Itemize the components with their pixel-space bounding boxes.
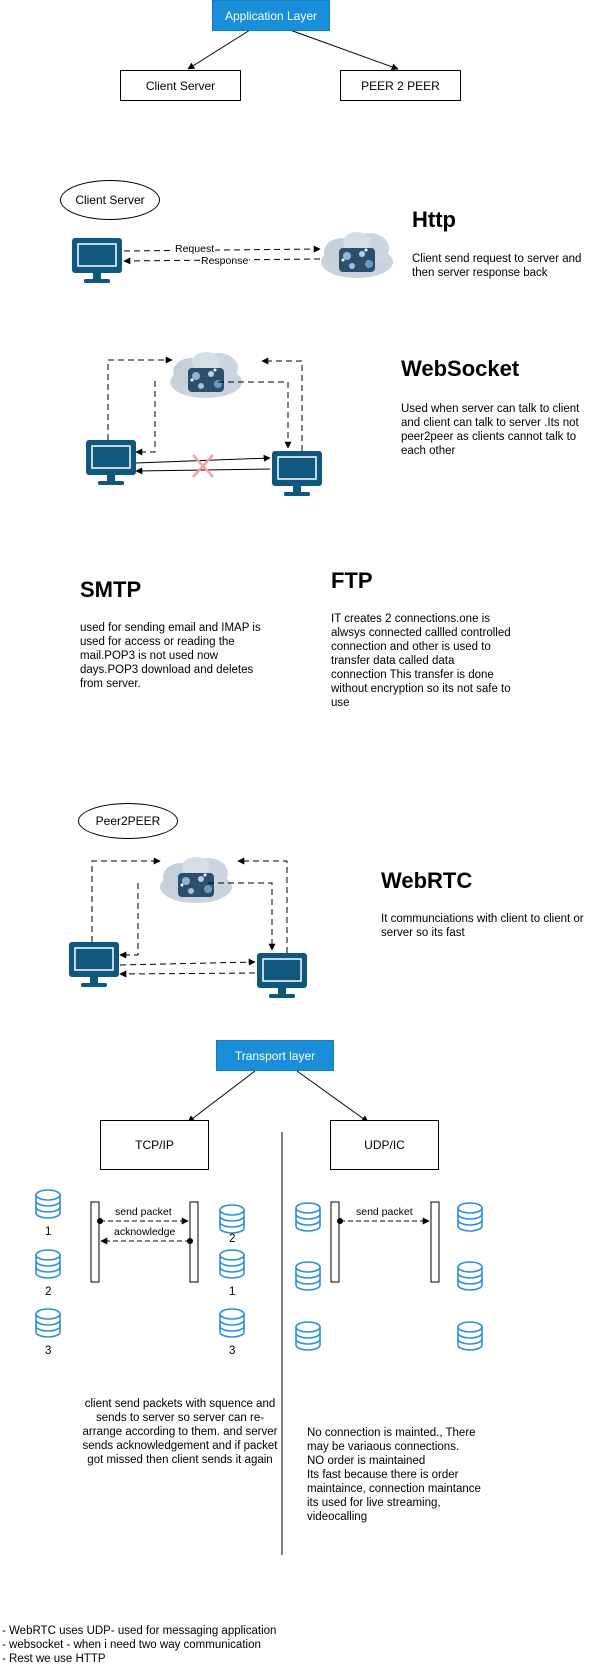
note-rest: - Rest we use HTTP <box>2 1653 106 1665</box>
tcp-acknowledge-label: acknowledge <box>113 1226 177 1238</box>
websocket-client-b-icon <box>271 450 323 497</box>
ftp-description: IT creates 2 connections.one is alwsys c… <box>331 613 511 709</box>
http-title: Http <box>412 207 456 232</box>
webrtc-client-b-icon <box>256 952 308 999</box>
note-websocket: - websocket - when i need two way commun… <box>2 1639 261 1651</box>
application-layer-box: Application Layer <box>212 0 330 31</box>
tcp-right-database-3-icon <box>219 1308 245 1338</box>
udp-box: UDP/IC <box>330 1120 439 1170</box>
peer2peer-ellipse: Peer2PEER <box>78 803 178 839</box>
tcp-right-database-2-icon <box>219 1204 245 1234</box>
http-description: Client send request to server and then s… <box>412 253 582 279</box>
udp-left-database-2-icon <box>295 1261 321 1291</box>
udp-description: No connection is mainted., There may be … <box>307 1426 497 1524</box>
webrtc-description: It communciations with client to client … <box>381 913 584 939</box>
tcp-right-number-2: 2 <box>229 1233 236 1245</box>
tcp-left-database-2-icon <box>35 1249 61 1279</box>
client-monitor-icon <box>71 237 123 284</box>
request-label: Request <box>174 243 216 255</box>
webrtc-client-a-icon <box>68 941 120 988</box>
websocket-client-a-icon <box>85 439 137 486</box>
websocket-title: WebSocket <box>401 356 520 381</box>
client-server-ellipse: Client Server <box>60 180 160 220</box>
tcp-left-database-3-icon <box>35 1308 61 1338</box>
udp-left-database-1-icon <box>295 1202 321 1232</box>
ftp-title: FTP <box>331 568 373 593</box>
smtp-title: SMTP <box>80 577 142 602</box>
response-label: Response <box>200 255 250 267</box>
tcp-left-number-3: 3 <box>45 1345 52 1357</box>
udp-description-line-3: Its fast because there is order maintain… <box>307 1469 481 1495</box>
tcp-left-number-2: 2 <box>45 1286 52 1298</box>
server-cloud-icon <box>321 232 393 278</box>
websocket-description: Used when server can talk to client and … <box>401 403 580 457</box>
udp-right-database-3-icon <box>457 1321 483 1351</box>
tcp-box: TCP/IP <box>100 1120 209 1170</box>
peer2peer-box: PEER 2 PEER <box>340 70 461 101</box>
udp-description-line-2: NO order is maintained <box>307 1455 426 1467</box>
webrtc-title: WebRTC <box>381 868 473 893</box>
webrtc-cloud-icon <box>160 857 232 903</box>
udp-right-database-1-icon <box>457 1202 483 1232</box>
tcp-send-packet-label: send packet <box>114 1206 173 1218</box>
tcp-left-number-1: 1 <box>45 1226 52 1238</box>
smtp-description: used for sending email and IMAP is used … <box>80 622 261 690</box>
client-server-box: Client Server <box>120 70 241 101</box>
note-webrtc: - WebRTC uses UDP- used for messaging ap… <box>2 1625 277 1637</box>
udp-description-line-4: its used for live streaming, videocallin… <box>307 1497 441 1523</box>
udp-right-database-2-icon <box>457 1261 483 1291</box>
notes-list: - WebRTC uses UDP- used for messaging ap… <box>2 1624 587 1666</box>
transport-layer-box: Transport layer <box>216 1040 334 1071</box>
udp-send-packet-label: send packet <box>355 1206 414 1218</box>
udp-left-database-3-icon <box>295 1321 321 1351</box>
tcp-left-database-1-icon <box>35 1189 61 1219</box>
tcp-right-database-1-icon <box>219 1249 245 1279</box>
tcp-description: client send packets with squence and sen… <box>82 1398 278 1466</box>
tcp-right-number-3: 3 <box>229 1345 236 1357</box>
websocket-cloud-icon <box>170 352 242 398</box>
tcp-right-number-1: 1 <box>229 1286 236 1298</box>
udp-description-line-1: No connection is mainted., There may be … <box>307 1427 476 1453</box>
